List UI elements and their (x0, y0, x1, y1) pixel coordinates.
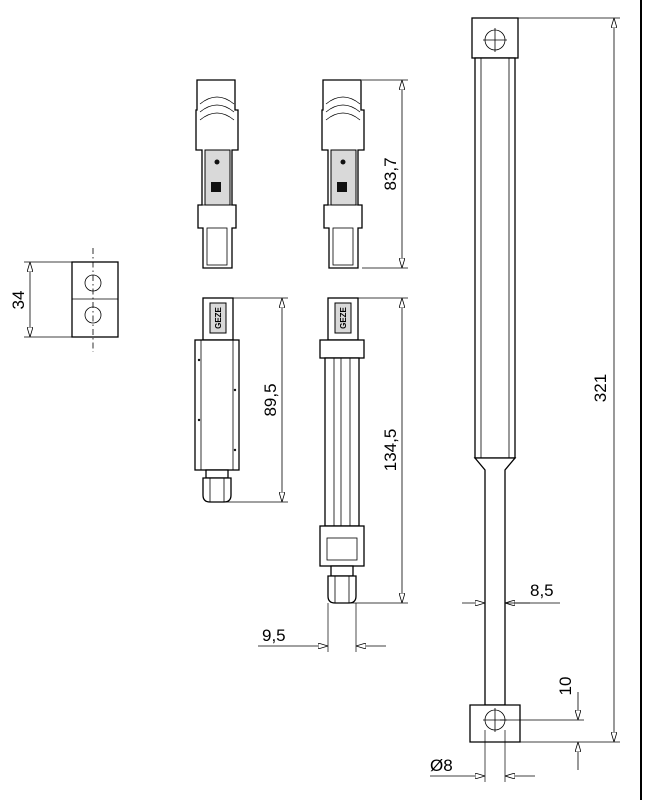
dim-hole-diameter-label: Ø8 (430, 756, 453, 775)
dimension-hole-offset: 10 (500, 677, 584, 770)
dim-block-height-label: 34 (9, 291, 28, 310)
short-bolt: GEZE (194, 297, 240, 503)
long-bolt-logo: GEZE (339, 306, 348, 328)
dim-bolt-width-label: 9,5 (262, 626, 286, 645)
long-bolt: GEZE (319, 297, 365, 604)
connecting-rod (469, 17, 521, 743)
latch-right (321, 79, 365, 269)
dimension-block-height: 34 (9, 261, 72, 338)
short-bolt-logo: GEZE (214, 306, 223, 328)
dimension-bolt-width: 9,5 (258, 603, 386, 652)
mounting-block (71, 248, 119, 352)
dimension-long-bolt-length: 134,5 (350, 297, 408, 604)
dimension-hole-diameter: Ø8 (430, 730, 535, 782)
latch-left (195, 79, 239, 269)
dim-latch-height-label: 83,7 (381, 157, 400, 190)
dim-rod-length-label: 321 (591, 374, 610, 402)
dimension-latch-height: 83,7 (362, 79, 408, 269)
dimension-rod-length: 321 (518, 17, 620, 743)
dimension-short-bolt-length: 89,5 (226, 297, 288, 503)
dim-long-bolt-label: 134,5 (381, 429, 400, 472)
dim-short-bolt-label: 89,5 (261, 383, 280, 416)
dim-rod-width-label: 8,5 (530, 581, 554, 600)
dim-hole-offset-label: 10 (556, 677, 575, 696)
dimension-rod-width: 8,5 (462, 581, 560, 603)
